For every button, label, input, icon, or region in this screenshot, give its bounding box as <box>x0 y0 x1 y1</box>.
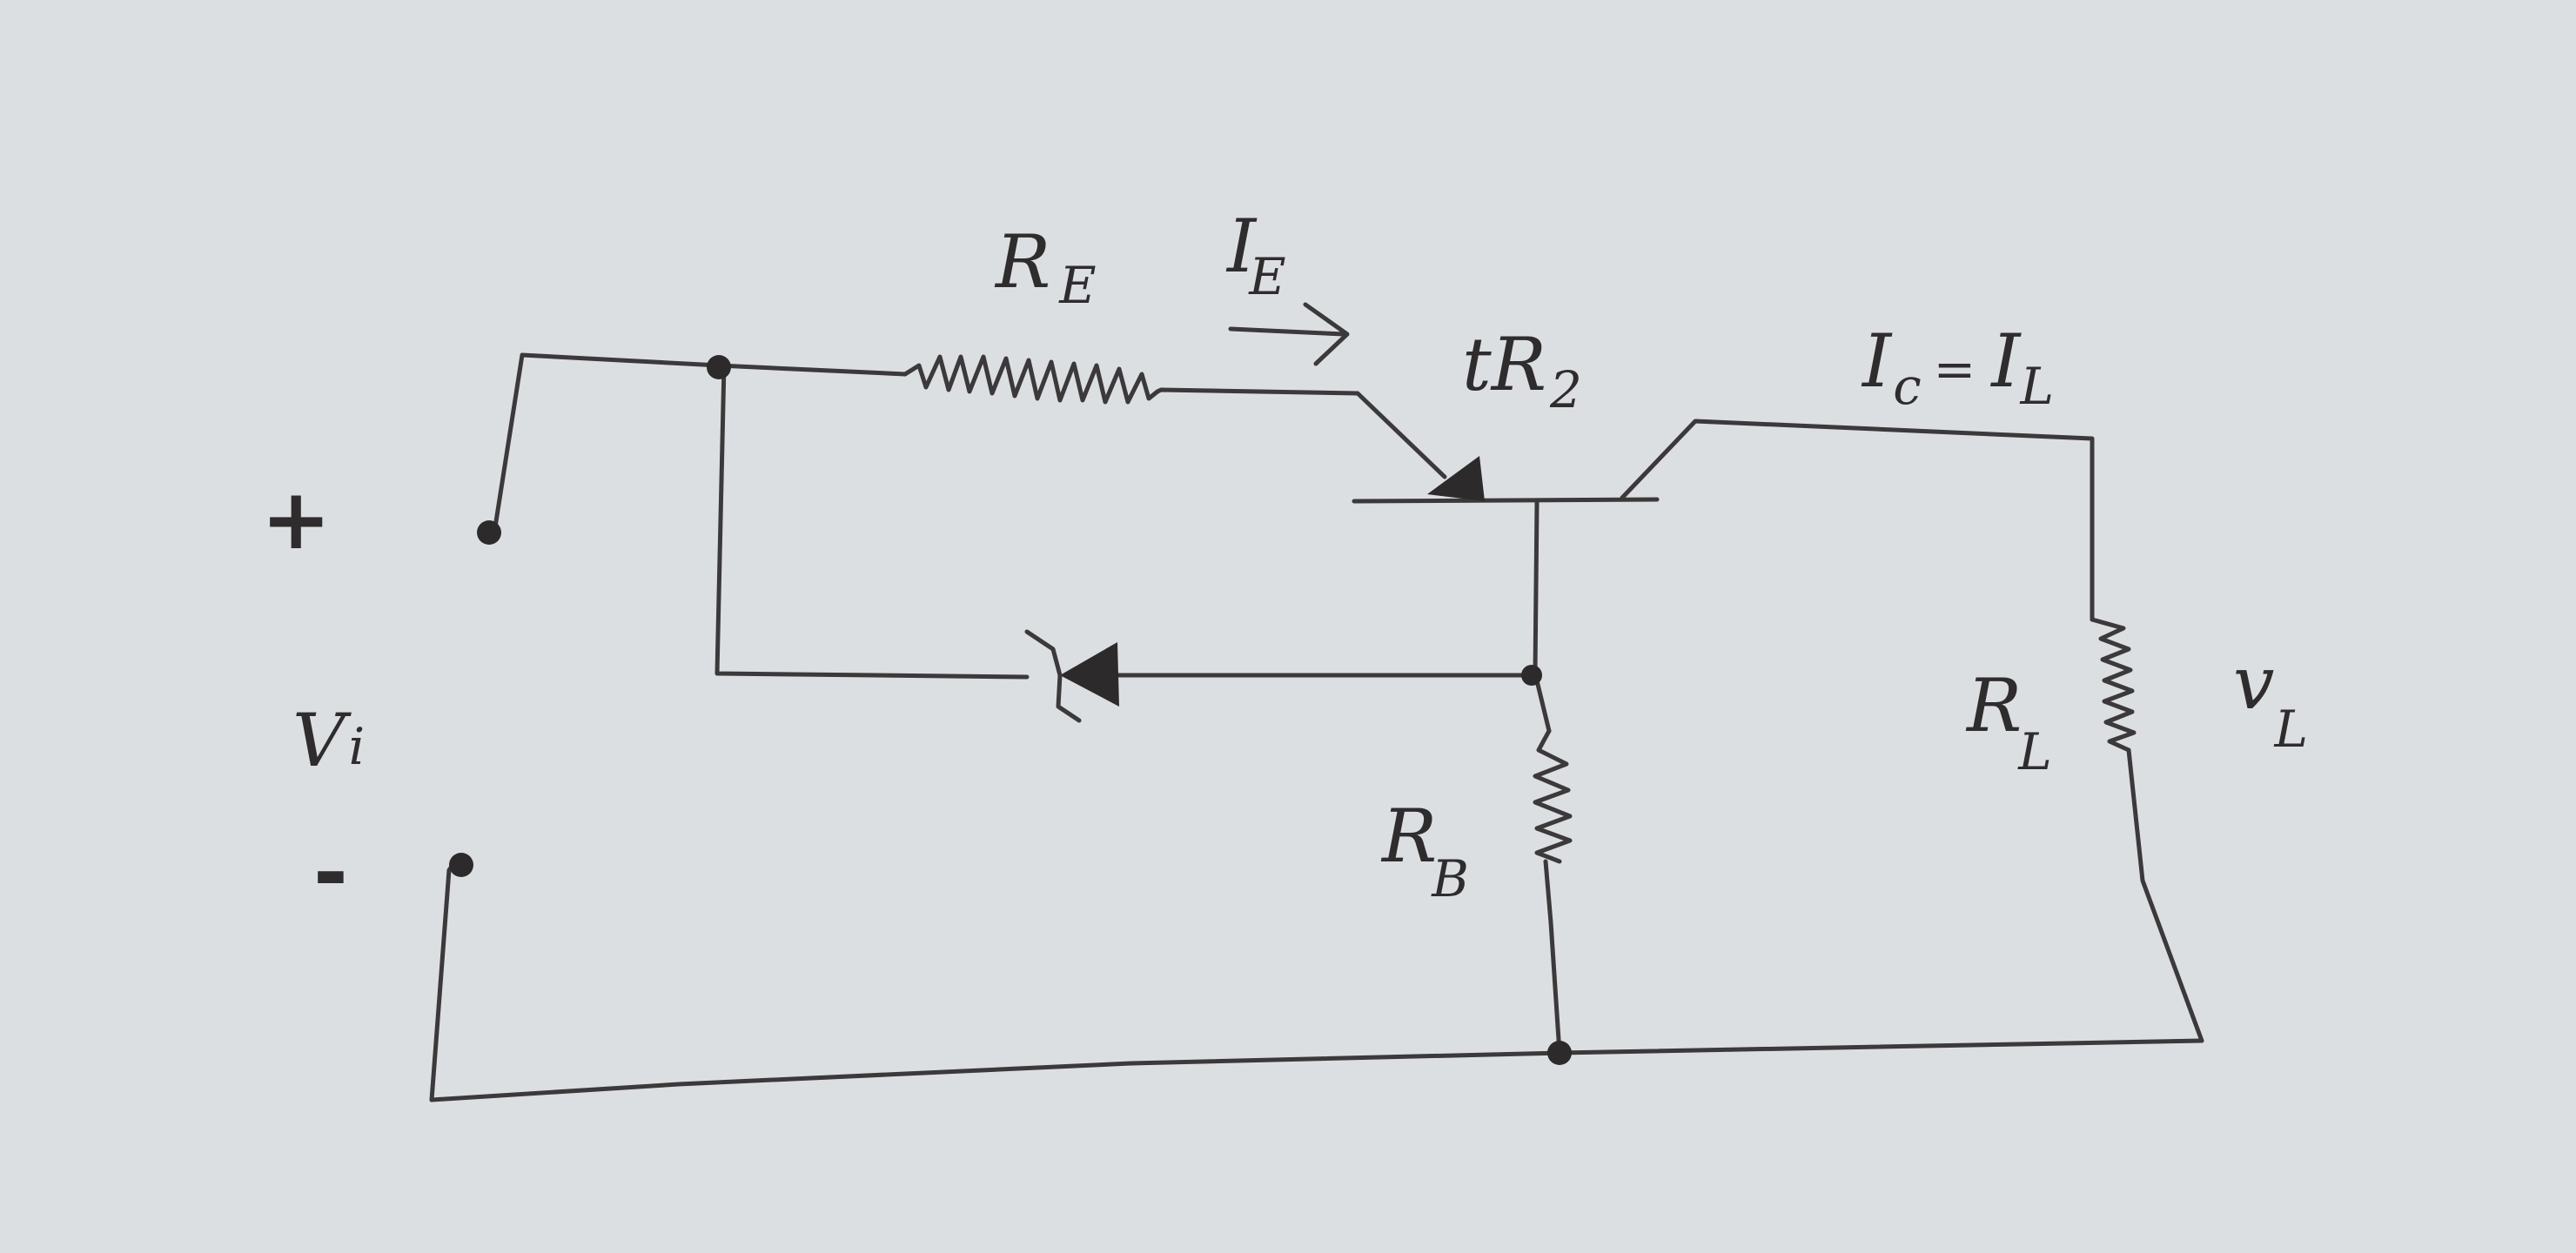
rb-resistor <box>1533 728 1573 864</box>
rl-label-sub: L <box>2017 722 2052 781</box>
transistor-base-bar <box>1352 497 1660 504</box>
ie-label: IE <box>1225 204 1286 306</box>
junction-node-top <box>707 355 731 379</box>
il-label-main: I <box>1989 318 2022 404</box>
re-resistor <box>902 354 1160 405</box>
positive-input-terminal <box>477 520 501 545</box>
ie-label-main: I <box>1225 204 1258 289</box>
plus-sign: + <box>261 471 331 568</box>
ie-label-sub: E <box>1248 247 1285 306</box>
re-to-emitter-wire <box>1155 387 1447 479</box>
negative-input-terminal <box>449 853 473 877</box>
vl-label: vL <box>2233 640 2308 759</box>
ic-equals: = <box>1934 339 1976 399</box>
re-label-main: R <box>994 219 1050 305</box>
input-top-wire <box>492 352 721 535</box>
junction-node-base <box>1521 665 1542 686</box>
vi-label-sub: i <box>349 717 366 776</box>
bottom-wire <box>429 1050 1562 1102</box>
bottom-right-wire <box>1557 1038 2204 1055</box>
ic-il-label: Ic=IL <box>1861 318 2054 416</box>
emitter-arrow <box>1427 456 1485 501</box>
rb-label: RB <box>1380 794 1469 908</box>
rl-resistor <box>2090 617 2137 753</box>
vl-label-sub: L <box>2273 700 2308 759</box>
collector-lead <box>1620 419 2095 622</box>
ie-arrow-head <box>1303 302 1350 366</box>
top-wire-to-re <box>716 363 908 377</box>
r2-label-main: tR <box>1462 322 1546 407</box>
minus-sign: - <box>313 824 348 921</box>
ic-label-main: I <box>1861 318 1893 404</box>
r2-label: tR2 <box>1462 322 1582 419</box>
ie-arrow-line <box>1228 326 1346 337</box>
vi-label-main: V <box>292 698 352 783</box>
rb-label-main: R <box>1380 794 1437 879</box>
r2-label-sub: 2 <box>1549 360 1582 419</box>
zener-diode-bar <box>1024 629 1082 723</box>
ic-label-sub: c <box>1893 357 1921 416</box>
junction-node-bottom <box>1547 1041 1572 1065</box>
rb-lower-wire <box>1543 859 1562 1055</box>
il-label-sub: L <box>2019 357 2054 416</box>
zener-diode-triangle <box>1060 642 1119 707</box>
re-label-sub: E <box>1058 256 1096 315</box>
vi-label: Vi <box>292 698 365 783</box>
rb-label-sub: B <box>1431 849 1469 908</box>
zener-left-branch <box>714 363 1030 680</box>
rl-lower-wire <box>2126 747 2204 1043</box>
vl-label-main: v <box>2233 640 2274 726</box>
rl-label-main: R <box>1965 663 2022 748</box>
